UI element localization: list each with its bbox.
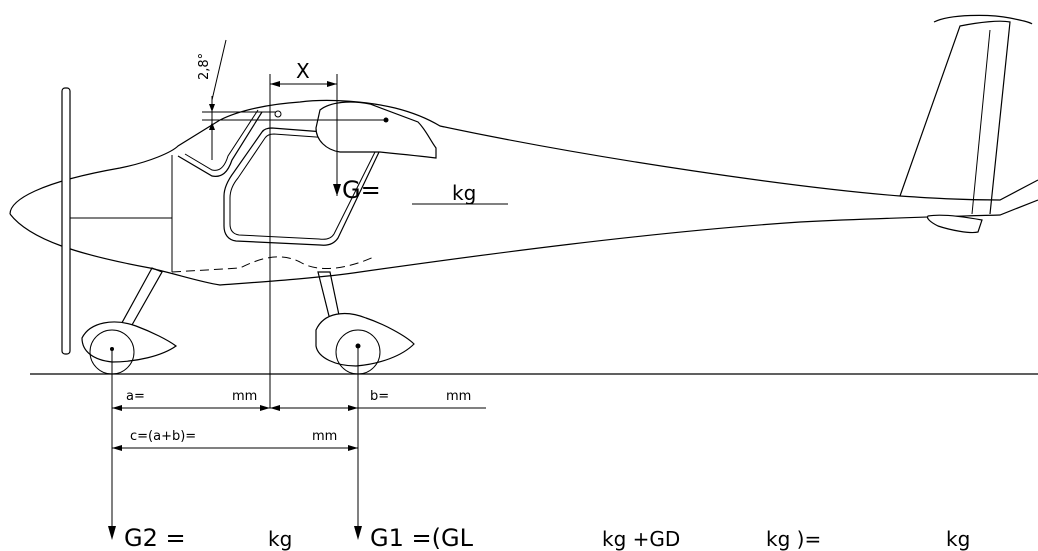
c-unit: mm [312,429,337,444]
a-arrow-left [112,405,122,411]
main-gear-leg [317,271,341,321]
angle-arrow-down [209,122,215,130]
leveling-point-2 [383,117,389,123]
tail-tip [933,14,1033,25]
x-arrow-left [270,81,280,87]
g2-unit: kg [268,527,292,551]
cg-arrow-head [333,184,341,196]
g1-kg2: kg )= [766,527,821,551]
x-dim-label: X [296,59,310,83]
b-label: b= [370,389,389,404]
cg-weight-label: G= [342,176,381,204]
a-label: a= [126,389,145,404]
b-arrow-left [270,405,280,411]
c-arrow-left [112,445,122,451]
windshield-inner [184,109,259,171]
g2-label: G2 = [124,524,186,551]
main-wheel-fairing [315,312,415,367]
g1-kg3: kg [946,527,970,551]
propeller-blade [61,87,71,355]
c-arrow-right [348,445,358,451]
g1-label: G1 =(GL [370,524,474,551]
fairing-dashed [171,255,377,273]
angle-label: 2,8° [197,53,212,80]
fuselage-underside [9,199,1038,286]
x-arrow-right [327,81,337,87]
horizontal-stabilizer [926,214,983,234]
g2-arrow-head [108,526,116,540]
c-label: c=(a+b)= [130,429,196,444]
angle-leader [211,39,227,101]
g1-arrow-head [354,526,362,540]
vertical-tail [899,20,1011,215]
leveling-point-1 [274,110,282,118]
a-unit: mm [232,389,257,404]
g1-kg1: kg +GD [602,527,680,551]
a-arrow-right [260,405,270,411]
angle-arrow-up [209,104,215,112]
nose-wheel-fairing [81,321,178,363]
b-unit: mm [446,389,471,404]
cg-weight-unit: kg [452,181,476,205]
b-arrow-right [348,405,358,411]
windshield [177,111,263,177]
fuselage-outline [9,99,1038,215]
wing-root [315,101,437,159]
rudder-line [971,29,991,215]
